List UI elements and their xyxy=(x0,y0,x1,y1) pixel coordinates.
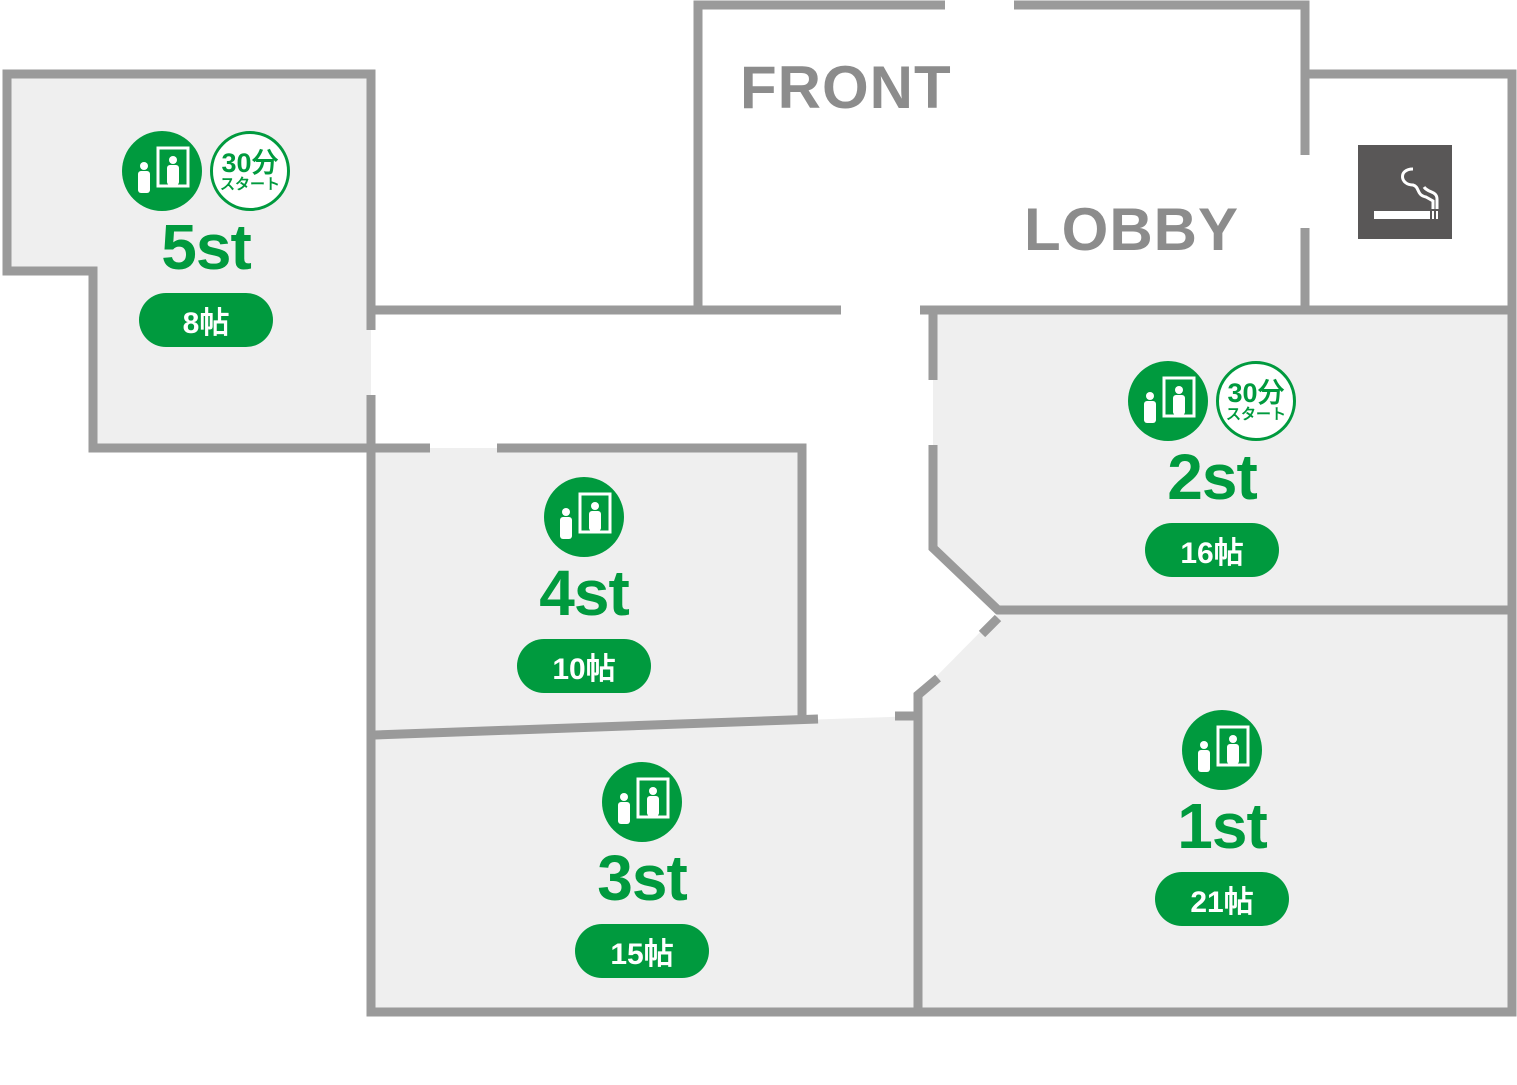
badge-text: スタート xyxy=(219,176,280,193)
room-3st-area xyxy=(371,716,918,1012)
person-mirror-icon xyxy=(1182,710,1262,790)
room-2st[interactable]: 30分スタート 2st 16帖 xyxy=(1102,361,1322,577)
front-label: FRONT xyxy=(740,54,952,121)
badge-text: スタート xyxy=(1225,406,1286,423)
room-name: 5st xyxy=(161,211,251,283)
room-size-badge: 16帖 xyxy=(1145,523,1279,577)
badge-time: 30分 xyxy=(221,148,279,178)
room-1st[interactable]: 1st 21帖 xyxy=(1112,710,1332,926)
room-3st[interactable]: 3st 15帖 xyxy=(532,762,752,978)
30min-start-badge: 30分スタート xyxy=(210,131,290,211)
room-4st[interactable]: 4st 10帖 xyxy=(474,477,694,693)
person-mirror-icon xyxy=(544,477,624,557)
room-name: 3st xyxy=(597,842,687,914)
room-4st-area xyxy=(371,448,802,735)
smoking-area-icon xyxy=(1358,145,1452,239)
30min-start-badge: 30分スタート xyxy=(1216,361,1296,441)
room-name: 2st xyxy=(1167,441,1257,513)
person-mirror-icon xyxy=(602,762,682,842)
room-size-badge: 8帖 xyxy=(139,293,273,347)
badge-time: 30分 xyxy=(1227,378,1285,408)
room-5st[interactable]: 30分スタート 5st 8帖 xyxy=(96,131,316,347)
room-2st-area xyxy=(933,310,1512,610)
room-size-badge: 15帖 xyxy=(575,924,709,978)
room-1st-area xyxy=(918,614,1512,1012)
person-mirror-icon xyxy=(1128,361,1208,441)
room-size-badge: 21帖 xyxy=(1155,872,1289,926)
room-name: 4st xyxy=(539,557,629,629)
room-size-badge: 10帖 xyxy=(517,639,651,693)
lobby-label: LOBBY xyxy=(1024,196,1239,263)
person-mirror-icon xyxy=(122,131,202,211)
room-name: 1st xyxy=(1177,790,1267,862)
